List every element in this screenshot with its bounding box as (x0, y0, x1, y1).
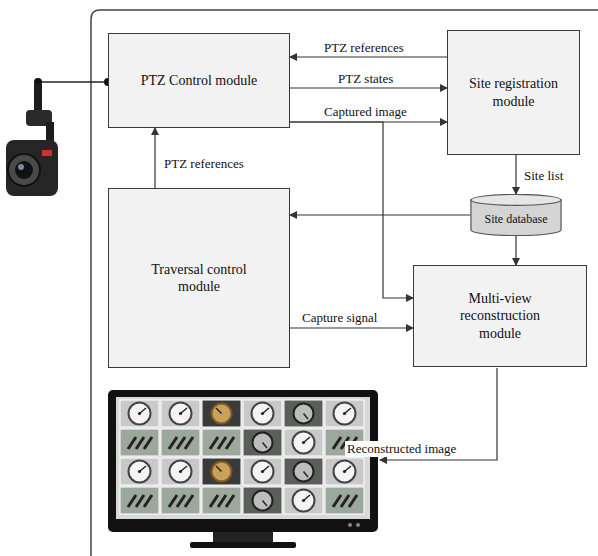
edge-label: Capture signal (300, 310, 379, 326)
edge-label: PTZ states (336, 71, 395, 87)
database-cylinder: Site database (470, 194, 562, 236)
node-text: Site database (485, 212, 548, 227)
signal-label: Reconstructed image (345, 441, 458, 457)
ptz-camera (6, 78, 112, 196)
process-box: PTZ Control module (108, 33, 290, 128)
edge-label: Captured image (322, 104, 409, 120)
edge-label: Site list (522, 168, 565, 184)
node-text: Multi-view reconstruction module (450, 290, 550, 343)
arrow-connector (290, 56, 447, 57)
arrow-connector (290, 214, 470, 215)
arrow-connector (515, 155, 516, 194)
process-box: Multi-view reconstruction module (413, 265, 587, 367)
arrow-connector (290, 122, 413, 298)
process-box: Site registration module (447, 30, 580, 155)
node-text: Traversal control module (137, 261, 262, 296)
arrow-connector (154, 128, 155, 188)
arrow-connector (290, 87, 447, 88)
process-box: Traversal control module (108, 188, 290, 368)
node-text: Site registration module (458, 75, 570, 110)
edge-label: PTZ references (162, 156, 246, 172)
arrow-connector (290, 327, 413, 328)
arrow-connector (515, 236, 516, 265)
system-frame (91, 10, 598, 556)
monitor-display (108, 390, 378, 548)
node-text: PTZ Control module (141, 72, 258, 90)
edge-label: PTZ references (322, 40, 406, 56)
